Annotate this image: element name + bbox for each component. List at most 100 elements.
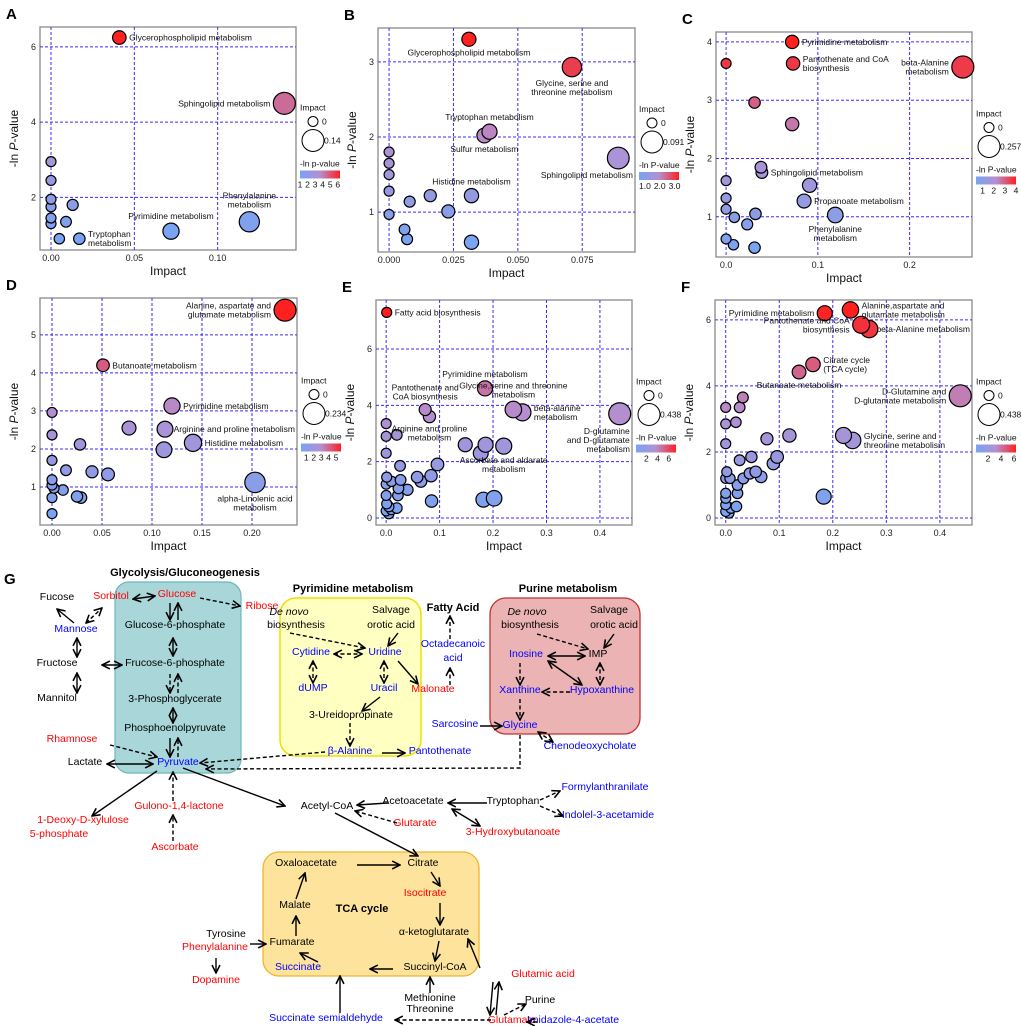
bubble-point [736,391,749,404]
dashed-arrow [539,791,560,801]
x-tick-label: 0.0 [380,528,393,538]
bubble-point [760,432,774,446]
point-label: Glycerophospholipid metabolism [407,47,530,57]
y-tick-label: 4 [706,381,711,391]
pathway-diagram: G Glycolysis/Gluconeogenesis Pyrimidine … [4,567,654,1026]
bubble-point [841,301,860,319]
metabolite-succinylcoa: Succinyl-CoA [403,961,466,973]
bubble-point [745,450,758,464]
size-legend-min: 0 [998,123,1003,133]
bubble-point [156,420,174,438]
y-tick-label: 3 [707,95,712,105]
bubble-point [720,487,732,499]
color-legend-tick: 2 [311,453,316,463]
bubble-point [782,428,797,443]
size-legend-small-circle [643,390,655,401]
color-legend-tick: 1 [304,453,309,463]
metabolite-glycine: Glycine [502,719,537,731]
plot-area [714,299,973,526]
y-tick-label: 5 [31,330,36,340]
point-label: beta-Alanine [901,57,949,67]
color-legend-tick: 3 [313,180,318,190]
point-label: metabolism [228,200,271,210]
bubble-point [383,157,395,169]
bubble-point [815,488,832,505]
x-tick-label: 0.4 [934,528,947,538]
metabolite-gulono: Gulono-1,4-lactone [134,800,223,812]
dashed-arrow [536,633,588,649]
panel-label: C [682,11,693,28]
color-legend-tick: 1 [298,180,303,190]
bubble-point [728,211,741,224]
size-legend-title: Impact [976,377,1002,387]
point-label: Pantothenate and CoA [803,54,889,64]
dashed-arrow [355,811,398,824]
plot-area [715,31,973,258]
metabolite-isocitrate: Isocitrate [404,887,447,899]
purine-title: Purine metabolism [519,583,618,595]
y-tick-label: 3 [369,57,374,67]
metabolite-pg3: 3-Phosphoglycerate [128,693,222,705]
color-legend-tick: 4 [320,180,325,190]
metabolite-hypoxanthine: Hypoxanthine [570,684,634,696]
metabolite-uracil: Uracil [371,682,398,694]
color-legend-tick: 5 [334,453,339,463]
x-tick-label: 0.05 [126,253,144,263]
arrow [388,632,399,646]
bubble-point [784,116,800,132]
bubble-point [394,473,407,486]
point-label: metabolism [88,238,131,248]
metabolite-ureido: 3-Ureidopropinate [309,709,393,721]
y-axis-title: -ln P-value [345,111,359,169]
metabolite-lactate: Lactate [68,756,103,768]
size-legend-title: Impact [976,109,1002,119]
y-tick-label: 2 [31,444,36,454]
y-tick-label: 2 [31,192,36,202]
size-legend-max: 0.234 [325,409,347,419]
bubble-point [410,470,424,484]
point-label: and D-glutamate [567,435,630,445]
bubble-point [749,207,762,221]
arrow [468,939,481,969]
x-tick-label: 0.05 [93,528,111,538]
x-tick-label: 0.2 [827,528,840,538]
metabolite-mannitol: Mannitol [37,692,77,704]
arrow [182,767,285,806]
metabolite-balanine: β-Alanine [328,745,373,757]
point-label: Phenylalanine [223,191,277,201]
point-label: threonine metabolism [531,87,612,97]
metabolite-octa1: Octadecanoic [421,638,485,650]
size-legend-max: 0.091 [663,137,685,147]
fatty-acid-title: Fatty Acid [427,602,480,614]
double-arrow [133,596,155,599]
bubble-point [401,233,414,246]
bubble-point [46,492,58,504]
point-label: Pantothenate and CoA [764,315,850,325]
x-tick-label: 0.1 [812,260,825,270]
color-legend-tick: 6 [335,180,340,190]
metabolite-sorbitol: Sorbitol [93,590,129,602]
panel-label: A [6,6,17,23]
bubble-point [748,241,761,254]
x-tick-label: 0.0 [720,260,733,270]
metabolite-formyl: Formylanthranilate [562,781,649,793]
arrow [362,696,381,711]
color-legend-title: -ln p-value [300,159,340,169]
color-legend-tick: 3.0 [669,181,681,191]
y-tick-label: 2 [367,457,372,467]
bubble-point [720,233,732,245]
color-legend-title: -ln P-value [301,432,342,442]
metabolite-indolel: Indolel-3-acetamide [562,809,654,821]
size-legend-title: Impact [636,377,662,387]
point-label: Pyrimidine metabolism [128,211,214,221]
bubble-point [721,466,733,478]
bubble-point [476,380,494,397]
point-label: Arginine and proline metabolism [174,424,295,434]
bubble-point [816,305,833,322]
point-label: Phenylalanine [809,224,863,234]
pyrimidine-box [279,597,422,757]
metabolite-phenylalanine: Phenylalanine [182,941,248,953]
